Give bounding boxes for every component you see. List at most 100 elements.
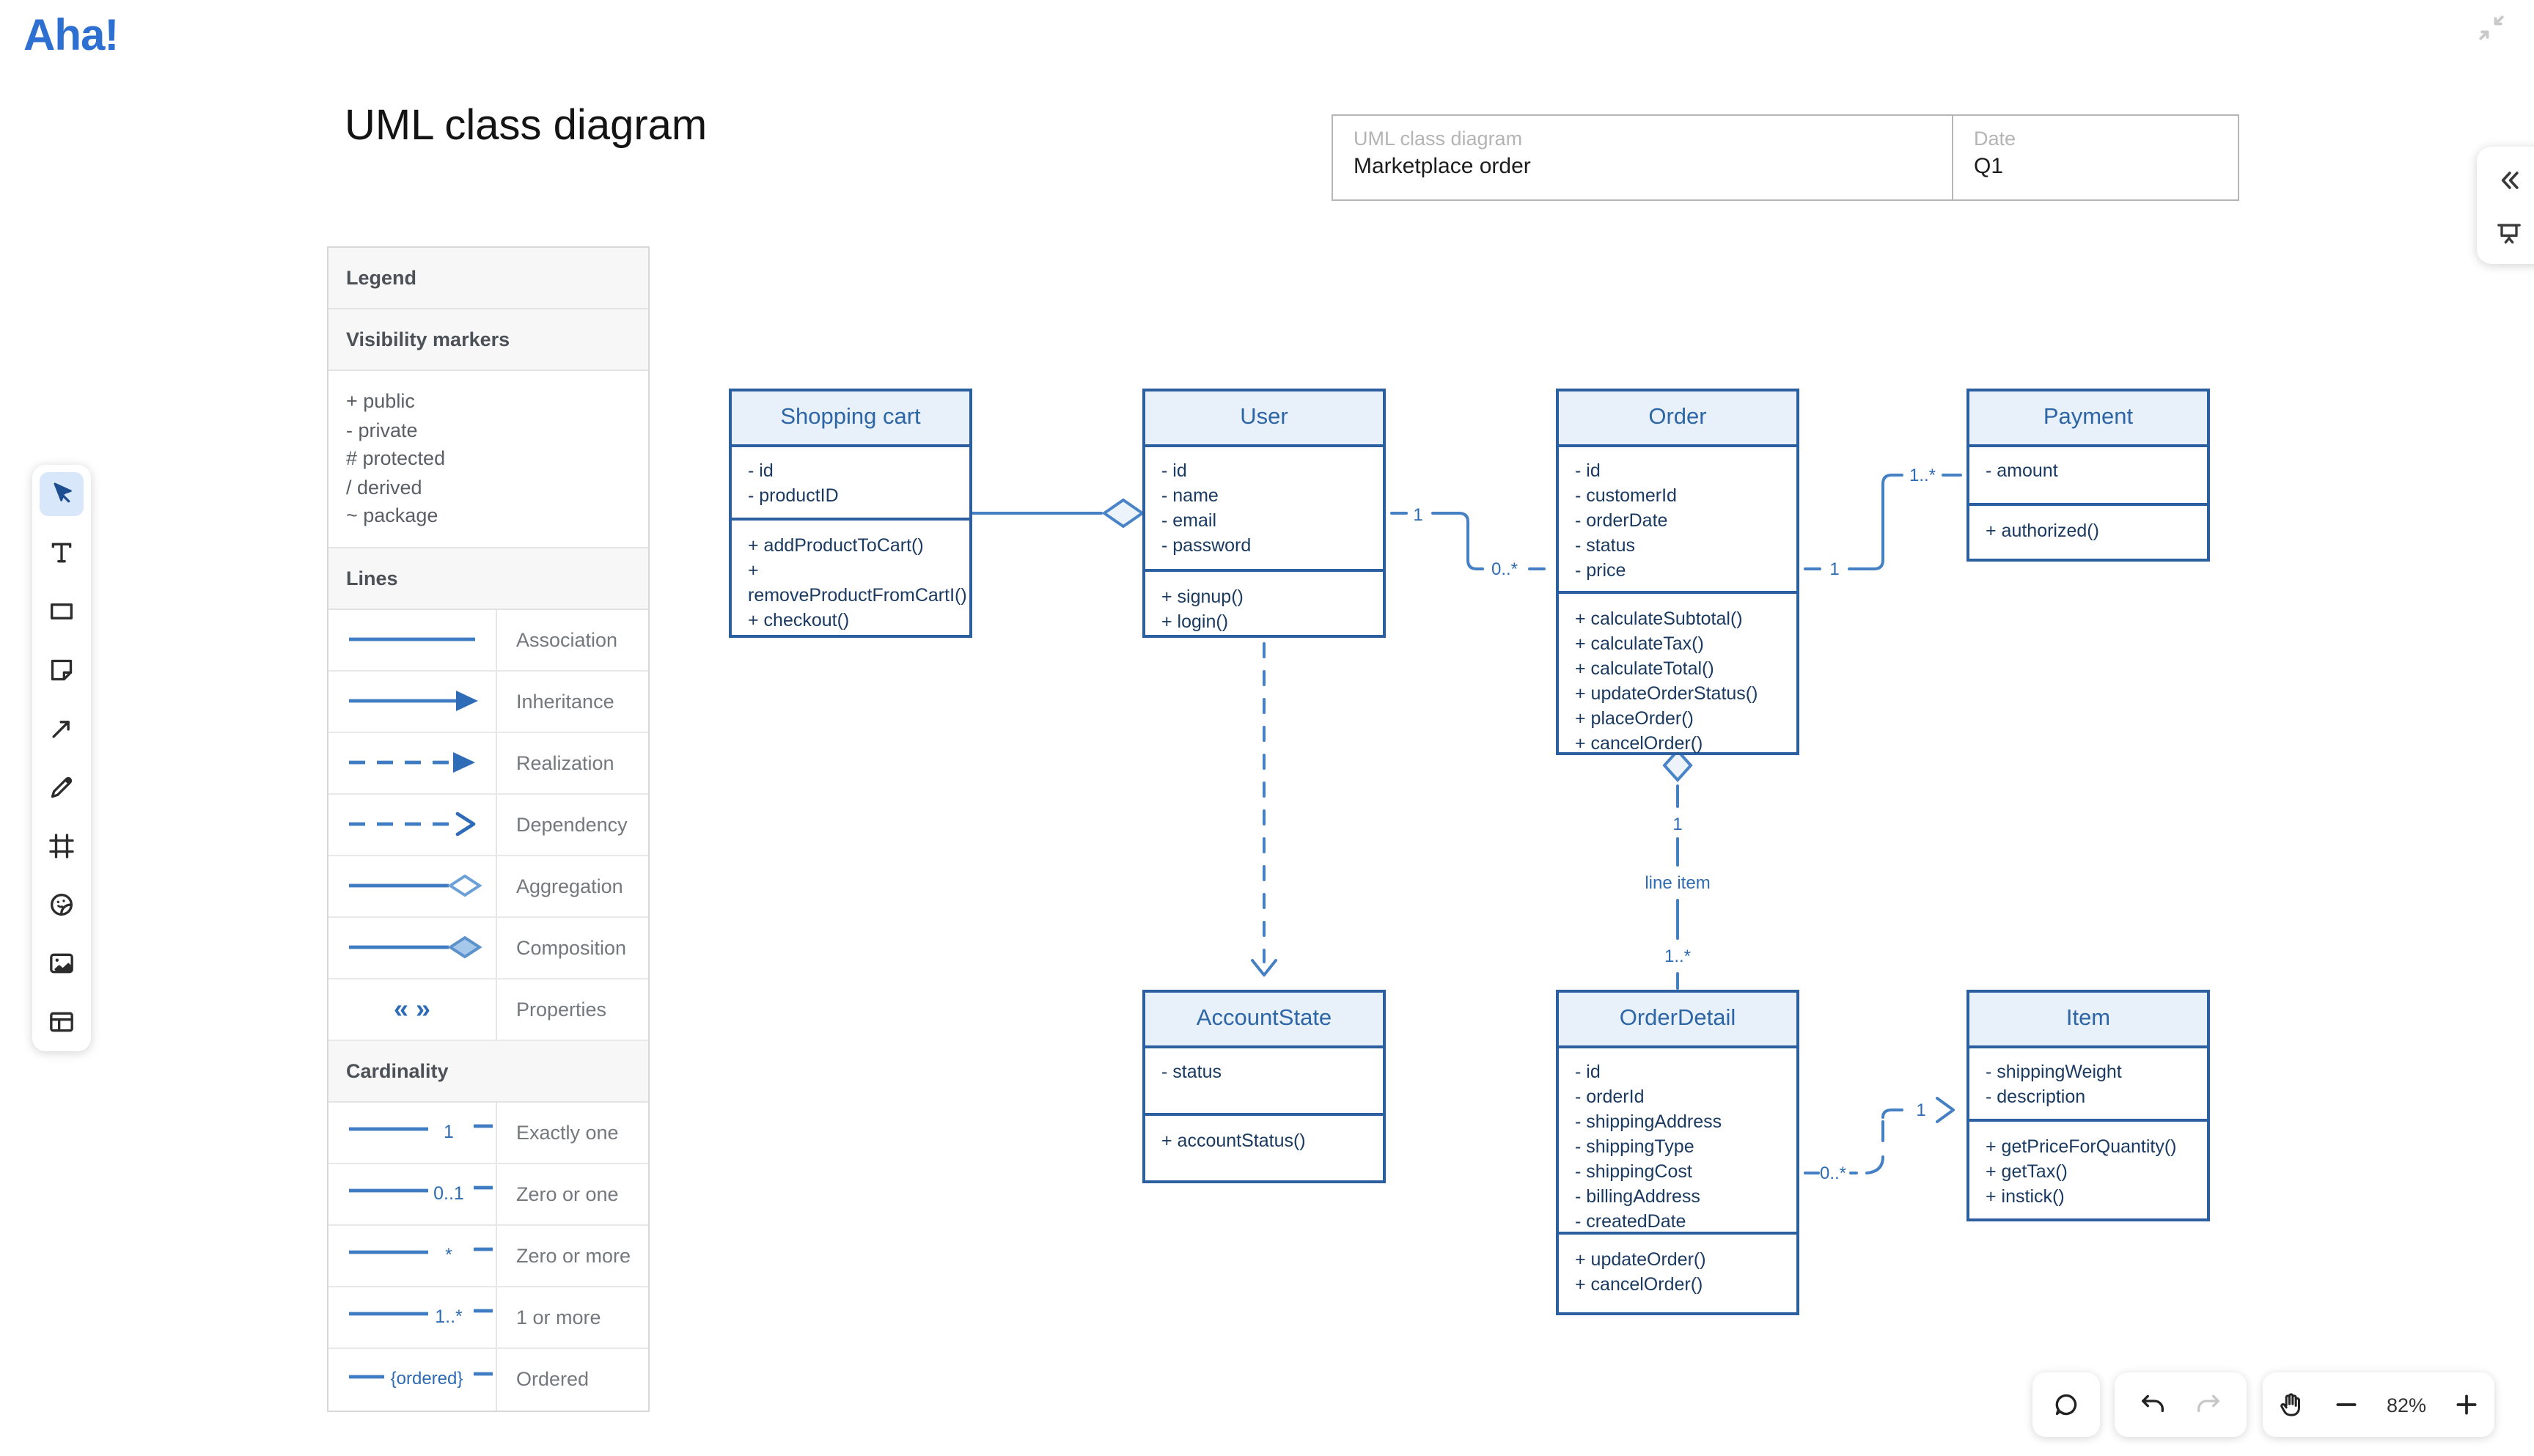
minimize-window-icon[interactable] [2475,12,2513,50]
canvas-title-text[interactable]: UML class diagram [345,103,708,150]
class-method: + updateOrder() [1575,1249,1706,1270]
class-box-payment[interactable]: Payment - amount + authorized() [1966,389,2210,562]
class-attribute: - orderId [1575,1087,1645,1107]
tool-table-button[interactable] [40,1000,84,1044]
zoom-in-button[interactable] [2442,1380,2491,1430]
class-name: OrderDetail [1559,993,1796,1048]
class-box-order_detail[interactable]: OrderDetail- id- orderId- shippingAddres… [1556,990,1799,1315]
redo-button[interactable] [2184,1380,2233,1430]
class-name: AccountState [1145,993,1383,1048]
svg-text:0..1: 0..1 [433,1183,464,1204]
class-method: + checkout() [748,610,850,630]
text-icon [51,543,72,563]
open-arrowhead-marker [1251,959,1277,977]
class-attribute: - description [1986,1087,2086,1107]
zoom-card: 82% [2263,1372,2494,1437]
legend-row: Dependency [328,794,648,856]
legend-symbol-aggregation-diamond [349,874,482,897]
legend-symbol-cardinality: 0..1 [349,1183,493,1204]
legend-row-label: Zero or more [496,1225,648,1285]
class-attribute: - id [1575,1062,1601,1082]
class-box-user[interactable]: User- id- name- email- password+ signup(… [1142,389,1386,638]
legend-symbol-cell: {ordered} [328,1348,496,1410]
pan-hand-button[interactable] [2266,1380,2316,1430]
cardinality-label: line item [1645,873,1710,893]
class-attribute: - amount [1986,460,2058,481]
class-name: Payment [1969,391,2207,447]
cardinality-label: 1 [1829,559,1839,579]
undo-button[interactable] [2128,1380,2178,1430]
history-card [2115,1372,2247,1437]
relationship-order_payment: 11..* [1804,466,1962,579]
legend-symbol-dependency-arrow [349,812,476,837]
cardinality-label: 1 [1916,1100,1925,1120]
class-attribute: - shippingWeight [1986,1062,2122,1082]
tool-connector-arrow-button[interactable] [40,707,84,751]
class-attribute: - password [1161,535,1252,556]
legend-visibility-item: # protected [346,447,446,469]
tool-shape-button[interactable] [40,589,84,633]
diagram-info-card[interactable]: UML class diagram Marketplace order Date… [1332,114,2239,201]
collapse-panel-icon [2501,172,2519,189]
legend-row-label: 1 or more [496,1287,648,1347]
class-attribute: - billingAddress [1575,1186,1700,1207]
tool-select-cursor-button[interactable] [40,472,84,516]
zoom-out-button[interactable] [2321,1380,2371,1430]
legend-symbol-inheritance-arrow [349,691,478,711]
tool-sticker-button[interactable] [40,883,84,927]
class-box-item[interactable]: Item- shippingWeight- description+ getPr… [1966,990,2210,1221]
tool-frame-button[interactable] [40,824,84,868]
class-methods: + authorized() [1969,506,2207,544]
aha-logo[interactable]: Aha! [23,12,119,60]
legend-visibility-item: / derived [346,476,422,498]
comment-button[interactable] [2041,1380,2091,1430]
diagram-name-label: UML class diagram [1354,128,1523,150]
legend-row-label: Association [496,609,648,669]
diagram-name-field[interactable]: UML class diagram Marketplace order [1333,116,1953,199]
hand-icon [2280,1393,2300,1416]
class-box-account_state[interactable]: AccountState- status+ accountStatus() [1142,990,1386,1183]
legend-row-label: Ordered [496,1348,648,1410]
relationship-orderdetail_item: 0..*1 [1804,1097,1955,1183]
legend-row: « »Properties [328,979,648,1040]
table-icon [50,1012,73,1032]
class-attribute: - shippingType [1575,1136,1694,1157]
class-method: + cancelOrder() [1575,1274,1703,1295]
class-attribute: - id [1575,460,1601,481]
class-attribute: - shippingCost [1575,1161,1692,1182]
legend-row-label: Zero or one [496,1163,648,1224]
tool-pen-button[interactable] [40,765,84,809]
tool-text-button[interactable] [40,531,84,575]
collapse-panel-button[interactable] [2490,161,2528,199]
legend-row-label: Properties [496,979,648,1039]
class-method: + calculateTax() [1575,633,1704,654]
tool-image-button[interactable] [40,941,84,985]
legend-symbol-cell: 0..1 [328,1163,496,1224]
class-method: + getTax() [1986,1161,2068,1182]
class-methods: + accountStatus() [1145,1116,1383,1154]
tool-sticky-note-button[interactable] [40,648,84,692]
class-method: + accountStatus() [1161,1130,1306,1151]
class-attribute: - name [1161,485,1219,506]
class-methods: + updateOrder() + cancelOrder() [1559,1235,1796,1298]
cardinality-label: 1 [1413,505,1422,525]
diagram-date-field[interactable]: Date Q1 [1953,116,2238,199]
relationship-user_accountstate [1251,642,1277,977]
legend-row: 1..*1 or more [328,1287,648,1348]
zoom-level-value[interactable]: 82% [2386,1394,2427,1416]
legend-symbol-cell: « » [328,979,496,1039]
presentation-mode-button[interactable] [2490,214,2528,252]
zoom-in-icon [2456,1394,2477,1415]
class-box-order[interactable]: Order- id- customerId- orderDate- status… [1556,389,1799,755]
cardinality-label: 1..* [1664,946,1691,966]
class-method: + addProductToCart() [748,535,924,556]
legend-row-label: Exactly one [496,1102,648,1162]
legend-symbol-cell: 1..* [328,1287,496,1347]
legend-row-label: Inheritance [496,671,648,731]
legend-row: Inheritance [328,671,648,732]
class-box-shopping_cart[interactable]: Shopping cart- id- productID+ addProduct… [729,389,972,638]
